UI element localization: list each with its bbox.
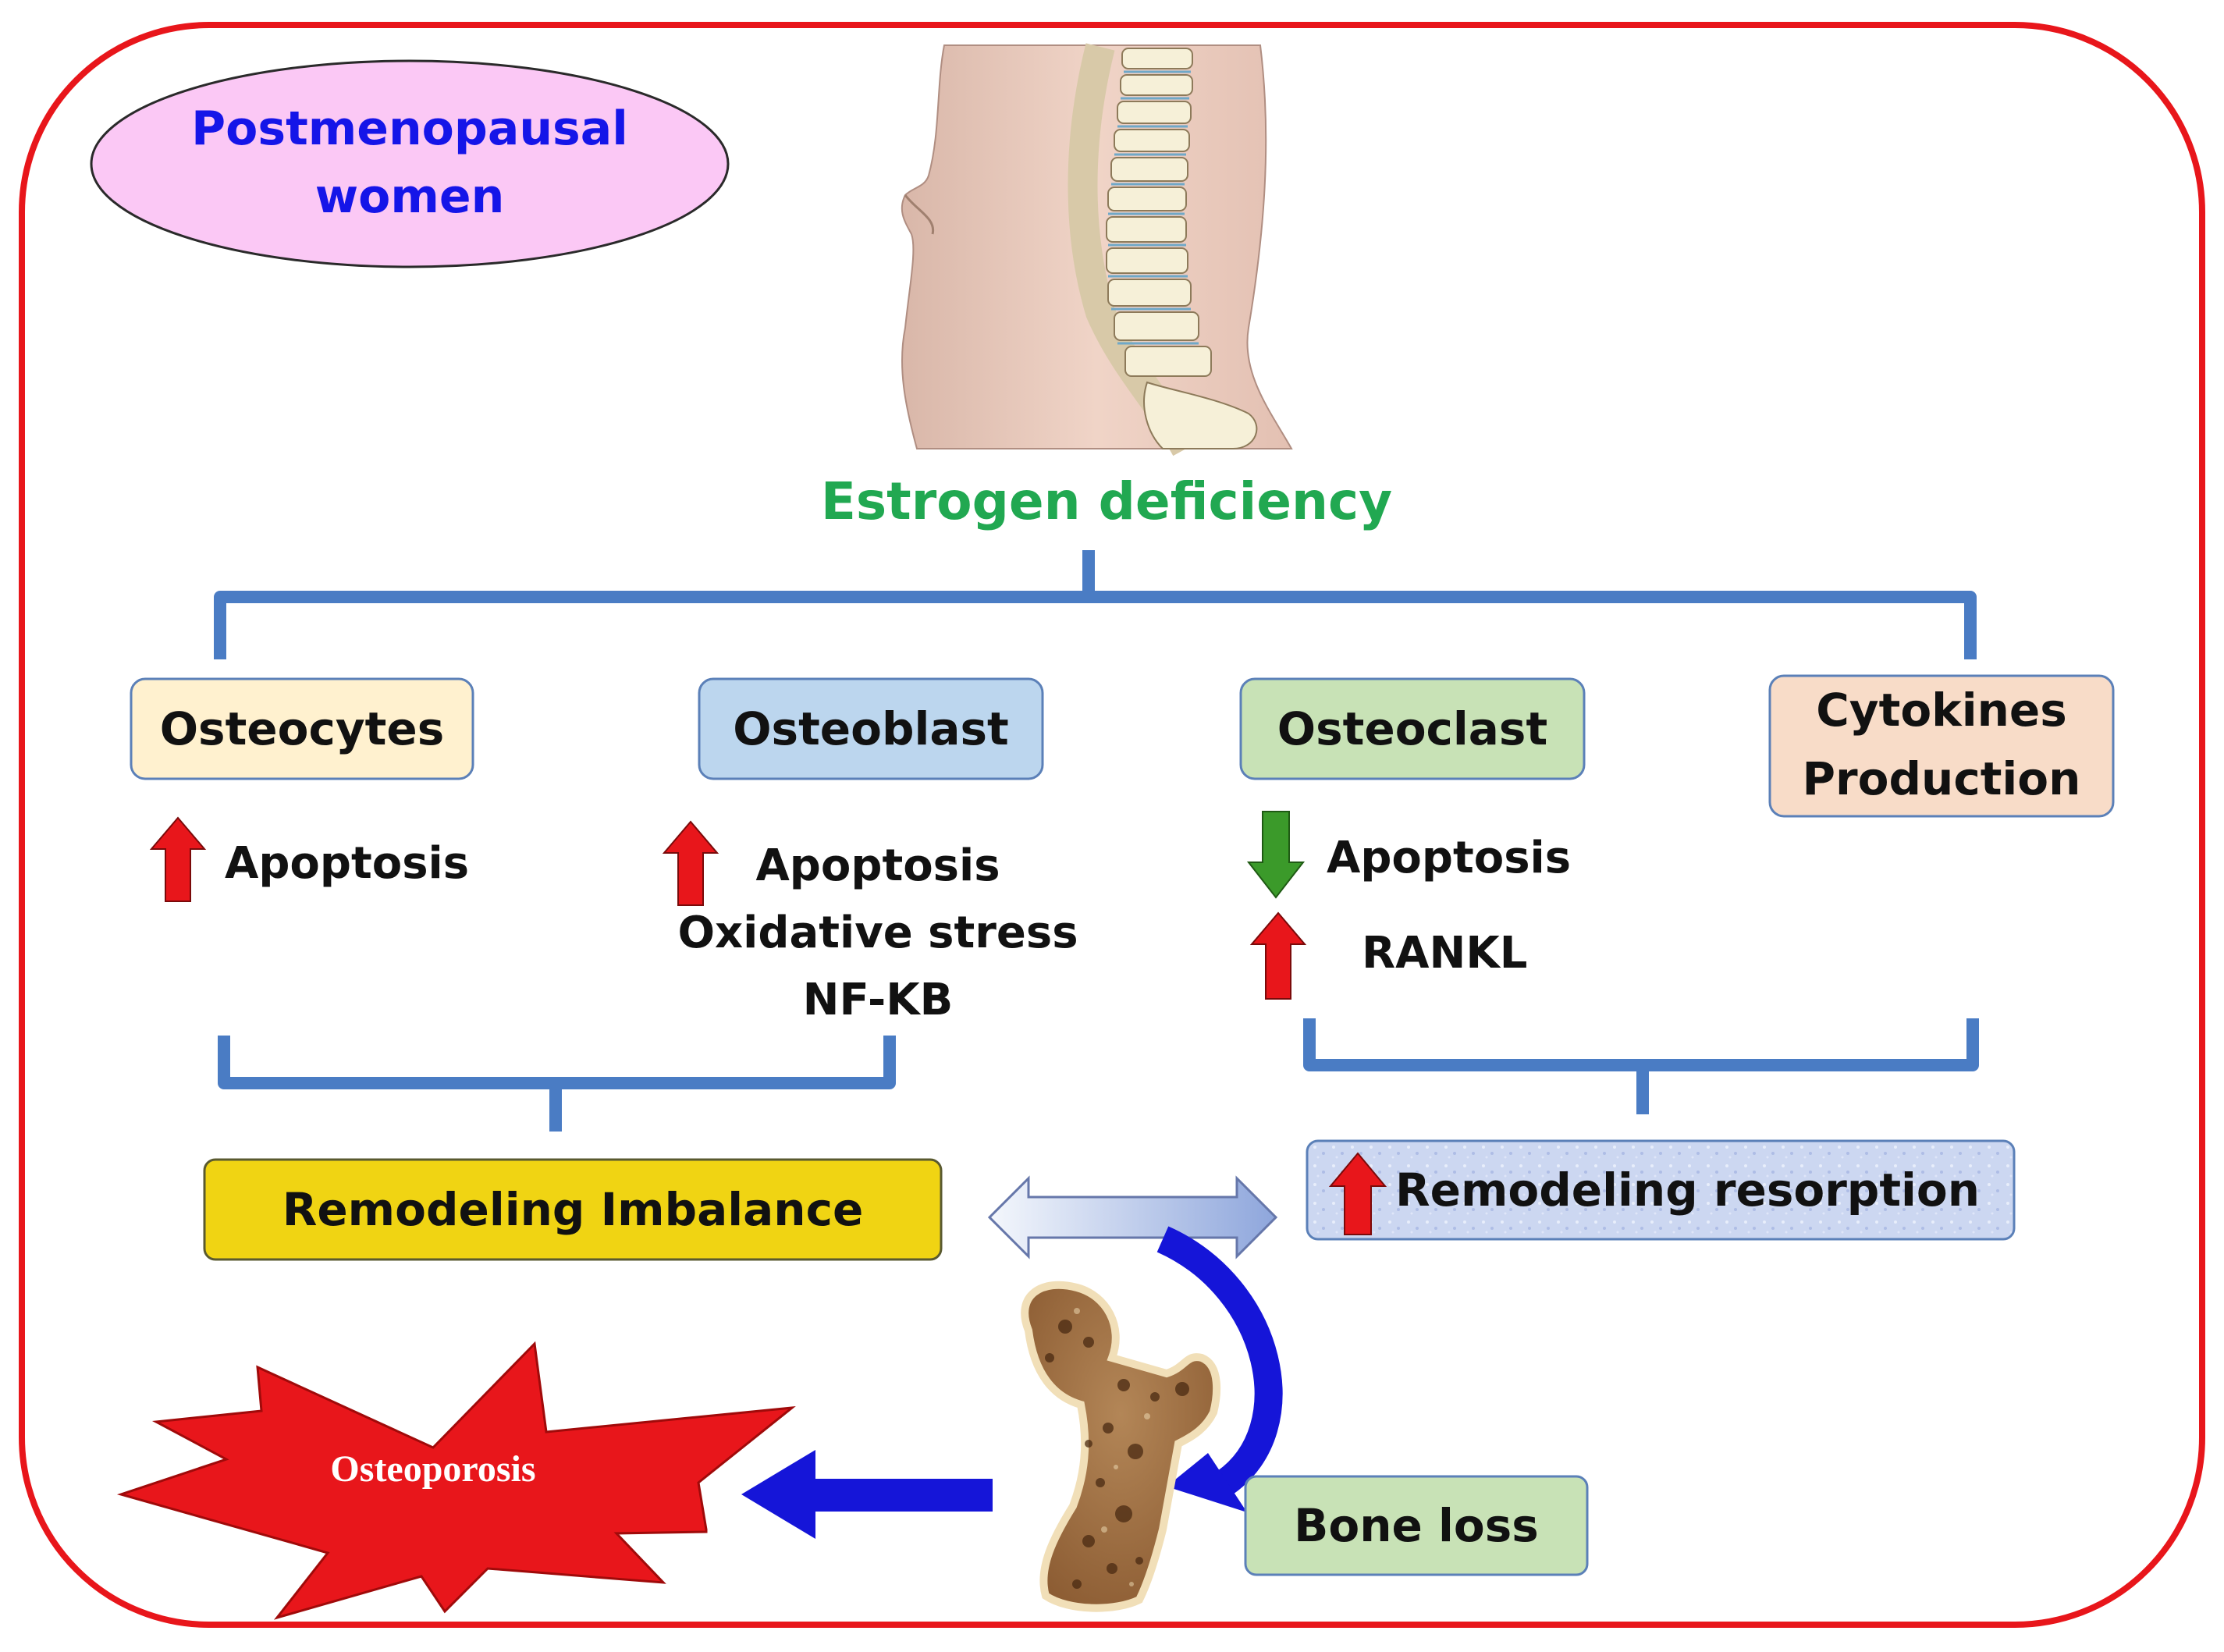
osteoclast-label: Osteoclast	[1277, 702, 1547, 755]
bone-loss-label: Bone loss	[1294, 1499, 1539, 1552]
cytokines-label-line1: Cytokines	[1816, 684, 2067, 737]
torso-spine-illustration	[901, 43, 1293, 457]
imbalance-box	[203, 1158, 943, 1261]
resorption-node: Remodeling resorption	[1306, 1139, 2016, 1241]
femur-bone-illustration	[1021, 1281, 1221, 1612]
cytokines-label-line2: Production	[1803, 752, 2081, 805]
left-arrow-icon	[741, 1450, 993, 1539]
up-arrow-icon	[662, 820, 719, 906]
osteoblast-box	[698, 677, 1044, 780]
double-arrow-icon	[987, 1175, 1278, 1259]
cytokines-box	[1768, 674, 2115, 818]
cause-label: Estrogen deficiency	[821, 471, 1392, 531]
osteoporosis-label: Osteoporosis	[330, 1448, 535, 1490]
curved-arrow-icon	[1156, 1226, 1283, 1512]
osteoblast-node: Osteoblast	[698, 677, 1044, 780]
osteoclast-effect-apoptosis: Apoptosis	[1327, 833, 1571, 883]
osteocytes-label: Osteocytes	[160, 702, 445, 755]
osteocytes-box	[130, 677, 474, 780]
population-label-line1: Postmenopausal	[191, 101, 628, 156]
up-arrow-icon	[1328, 1152, 1387, 1235]
top-bracket	[214, 550, 1977, 659]
osteoblast-effect-oxidative-stress: Oxidative stress	[677, 908, 1078, 958]
bone-loss-node: Bone loss	[1244, 1475, 1589, 1576]
imbalance-label: Remodeling Imbalance	[282, 1183, 864, 1236]
bone-loss-box	[1244, 1475, 1589, 1576]
population-ellipse	[90, 59, 730, 268]
up-arrow-icon	[1249, 911, 1307, 1000]
osteocytes-effect-apoptosis: Apoptosis	[225, 838, 469, 889]
right-bracket	[1303, 1018, 1979, 1114]
resorption-box	[1306, 1139, 2016, 1241]
resorption-label: Remodeling resorption	[1395, 1164, 1980, 1217]
population-label-line2: women	[315, 169, 505, 224]
osteoporosis-node: Osteoporosis	[116, 1341, 796, 1620]
osteoclast-effect-rankl: RANKL	[1362, 928, 1527, 979]
imbalance-node: Remodeling Imbalance	[203, 1158, 943, 1261]
osteoblast-effect-nfkb: NF-KB	[803, 975, 954, 1025]
cytokines-node: Cytokines Production	[1768, 674, 2115, 818]
down-arrow-icon	[1246, 811, 1306, 899]
osteocytes-node: Osteocytes	[130, 677, 474, 780]
osteoclast-node: Osteoclast	[1239, 677, 1586, 780]
left-bracket	[218, 1036, 896, 1132]
population-node: Postmenopausal women	[90, 59, 730, 268]
osteoblast-label: Osteoblast	[733, 702, 1009, 755]
starburst-icon	[116, 1341, 796, 1620]
up-arrow-icon	[149, 816, 207, 902]
osteoblast-effect-apoptosis: Apoptosis	[755, 840, 1000, 891]
osteoclast-box	[1239, 677, 1586, 780]
